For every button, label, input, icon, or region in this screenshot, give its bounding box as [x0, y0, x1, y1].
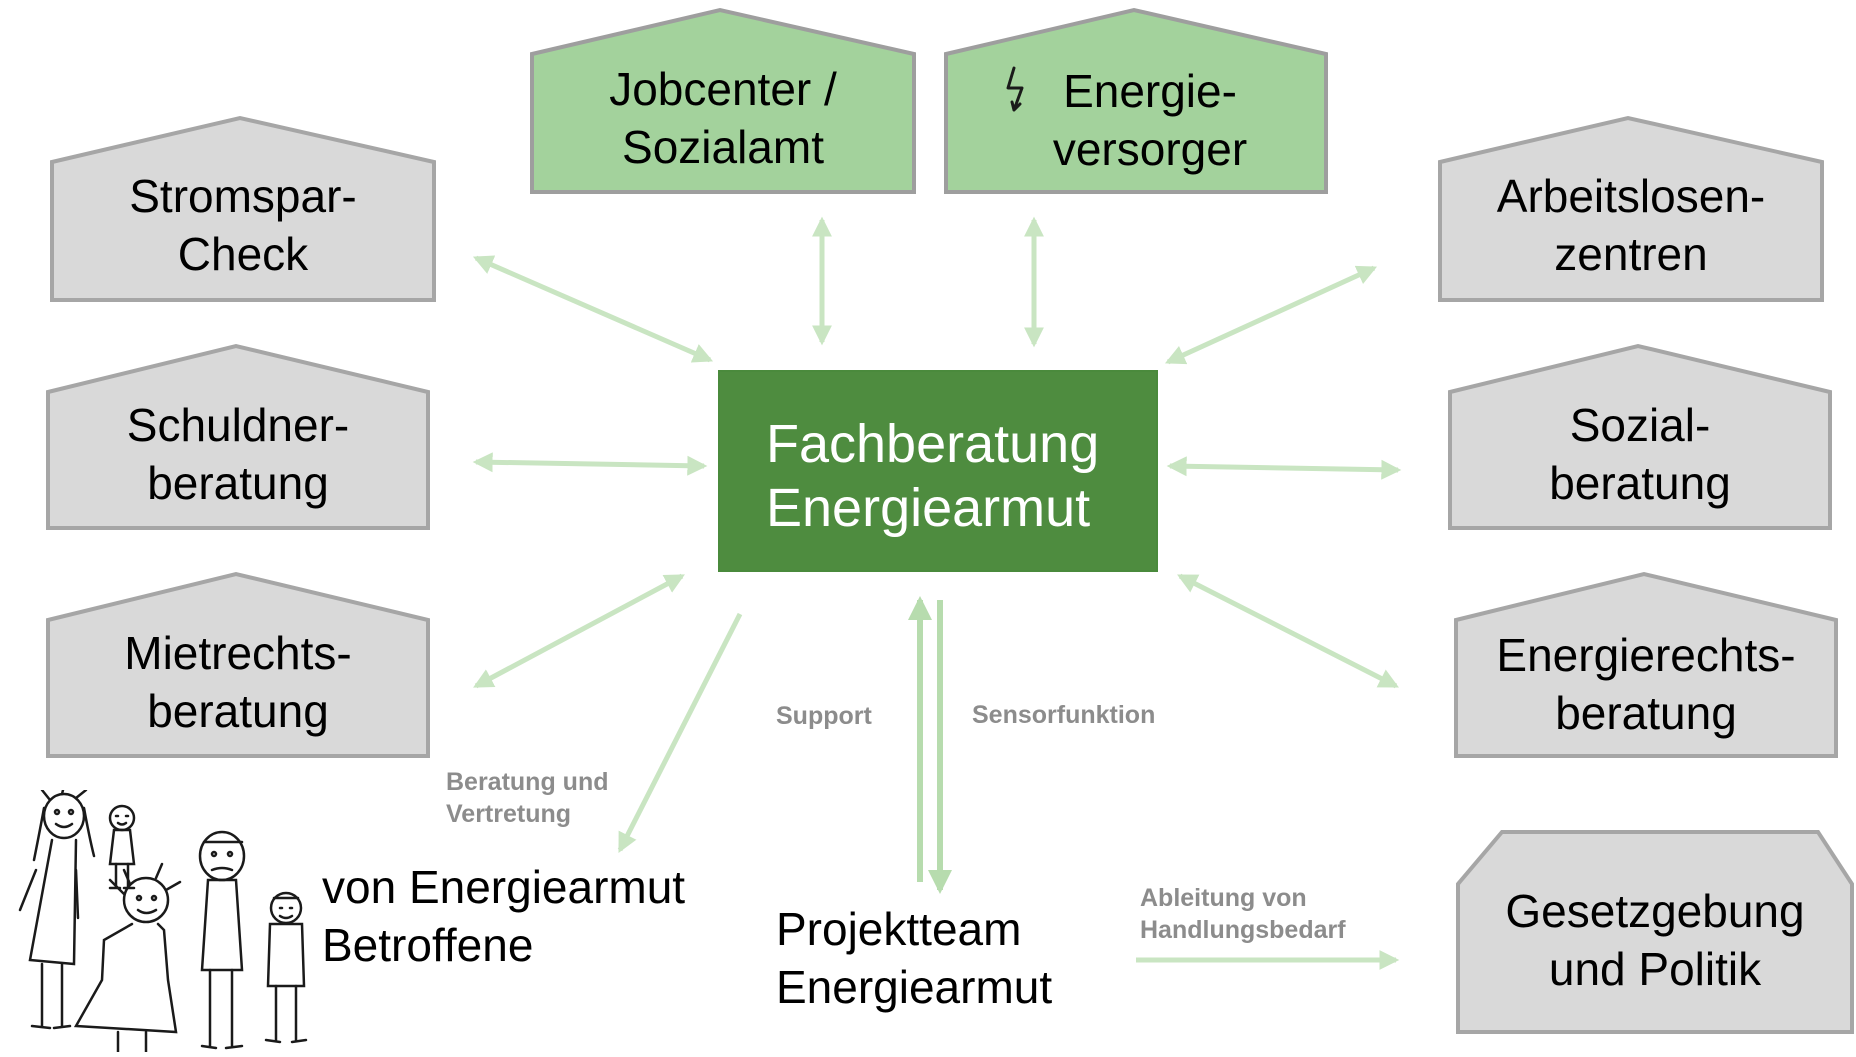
sozial-label: Sozial- beratung: [1450, 396, 1830, 512]
arrow-energierecht: [1177, 573, 1399, 689]
lightning-icon: [1006, 66, 1024, 112]
jobcenter-box: [530, 7, 916, 194]
ableitung-label: Ableitung von Handlungsbedarf: [1140, 882, 1380, 946]
mietrecht-label: Mietrechts- beratung: [48, 624, 428, 740]
center-line1: Fachberatung: [766, 414, 1100, 474]
sozial-line2: beratung: [1549, 457, 1731, 509]
jobcenter-label: Jobcenter / Sozialamt: [532, 60, 914, 176]
betroffene-line1: von Energiearmut: [322, 861, 686, 913]
betroffene-label: von Energiearmut Betroffene: [322, 858, 722, 974]
schuldner-box: [46, 343, 430, 530]
energieversorger-line2: versorger: [1052, 123, 1248, 175]
arbeitslosen-line1: Arbeitslosen-: [1496, 170, 1766, 222]
people-sketch-icon: [6, 784, 326, 1057]
projektteam-line1: Projektteam: [776, 903, 1022, 955]
arrow-sozial: [1166, 456, 1402, 480]
beratung-line1: Beratung und: [446, 768, 609, 796]
stromspar-line2: Check: [177, 228, 309, 280]
ableitung-line2: Handlungsbedarf: [1140, 916, 1346, 944]
jobcenter-line1: Jobcenter /: [609, 63, 837, 115]
gesetzgebung-line2: und Politik: [1548, 943, 1762, 995]
mietrecht-box: [46, 571, 430, 758]
projektteam-line2: Energiearmut: [776, 961, 1053, 1013]
energierecht-box: [1454, 571, 1838, 758]
beratung-line2: Vertretung: [446, 800, 572, 828]
center-box-fachberatung: Fachberatung Energiearmut: [718, 370, 1158, 572]
schuldner-line1: Schuldner-: [126, 399, 350, 451]
arrow-schuldner: [472, 452, 708, 476]
schuldner-label: Schuldner- beratung: [48, 396, 428, 512]
stromspar-line1: Stromspar-: [129, 170, 357, 222]
support-label: Support: [776, 702, 872, 730]
arrow-betroffene: [617, 612, 743, 853]
energierecht-line1: Energierechts-: [1496, 629, 1796, 681]
arrow-arbeitslosen: [1164, 265, 1378, 365]
betroffene-line2: Betroffene: [322, 919, 534, 971]
mietrecht-line2: beratung: [147, 685, 329, 737]
sozial-line1: Sozial-: [1569, 399, 1711, 451]
ableitung-line1: Ableitung von: [1140, 884, 1307, 912]
projektteam-label: Projektteam Energiearmut: [776, 900, 1116, 1016]
stromspar-label: Stromspar- Check: [52, 167, 434, 283]
energieversorger-line1: Energie-: [1063, 65, 1237, 117]
center-line2: Energiearmut: [766, 478, 1091, 538]
arrow-mietrecht: [473, 573, 685, 689]
energieversorger-box: [944, 7, 1328, 194]
sensorfunktion-label: Sensorfunktion: [972, 701, 1156, 729]
gesetzgebung-box: [1456, 830, 1854, 1034]
arbeitslosen-box: [1438, 115, 1824, 302]
energierecht-label: Energierechts- beratung: [1456, 626, 1836, 742]
gesetzgebung-label: Gesetzgebung und Politik: [1458, 882, 1852, 998]
mietrecht-line1: Mietrechts-: [124, 627, 352, 679]
stromspar-box: [50, 115, 436, 302]
arbeitslosen-label: Arbeitslosen- zentren: [1440, 167, 1822, 283]
arrow-stromspar: [472, 255, 714, 363]
energierecht-line2: beratung: [1555, 687, 1737, 739]
energieversorger-label: Energie- versorger: [1030, 62, 1270, 178]
beratung-label: Beratung und Vertretung: [446, 766, 646, 830]
sozial-box: [1448, 343, 1832, 530]
gesetzgebung-line1: Gesetzgebung: [1505, 885, 1805, 937]
arbeitslosen-line2: zentren: [1554, 228, 1708, 280]
schuldner-line2: beratung: [147, 457, 329, 509]
jobcenter-line2: Sozialamt: [622, 121, 824, 173]
